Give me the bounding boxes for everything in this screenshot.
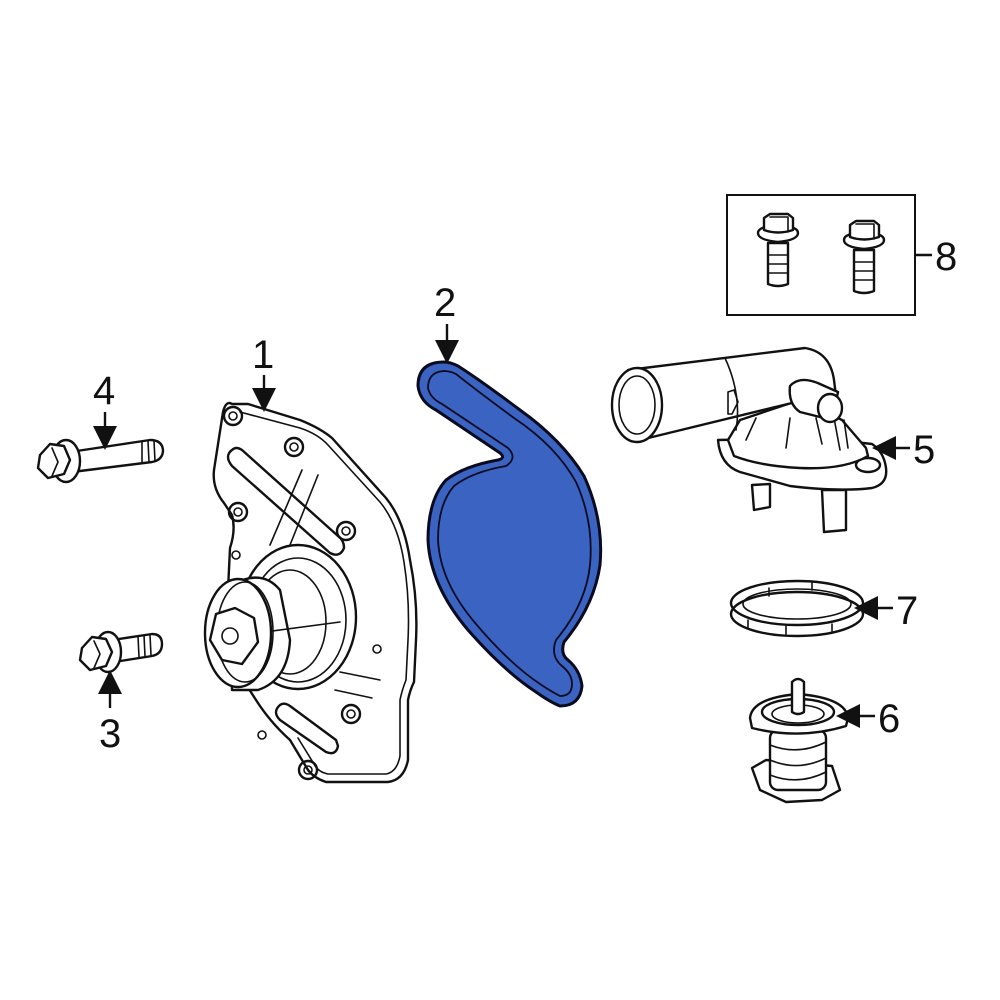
housing-bolts-kit[interactable] [726, 194, 916, 316]
water-pump-gasket[interactable] [416, 360, 603, 708]
long-bolt[interactable] [36, 438, 165, 484]
thermostat[interactable] [748, 677, 850, 804]
water-pump[interactable] [203, 401, 418, 784]
callout-1-label: 1 [252, 333, 274, 377]
callout-2[interactable]: 2 [434, 281, 459, 364]
short-bolt[interactable] [78, 630, 164, 674]
callout-4-label: 4 [93, 369, 115, 413]
callout-6-label: 6 [878, 697, 900, 741]
callout-4[interactable]: 4 [93, 369, 117, 450]
callout-7-label: 7 [896, 589, 918, 633]
callout-1[interactable]: 1 [252, 333, 276, 412]
callout-7[interactable]: 7 [854, 589, 918, 633]
thermostat-housing[interactable] [610, 346, 888, 534]
callout-8[interactable]: 8 [915, 235, 957, 279]
callout-5-label: 5 [913, 428, 935, 472]
callout-8-label: 8 [935, 235, 957, 279]
callout-3[interactable]: 3 [98, 670, 122, 756]
callout-3-label: 3 [99, 712, 121, 756]
callout-5[interactable]: 5 [872, 428, 935, 472]
callout-2-label: 2 [434, 281, 456, 325]
seal-ring[interactable] [729, 579, 865, 638]
callout-6[interactable]: 6 [836, 697, 900, 741]
